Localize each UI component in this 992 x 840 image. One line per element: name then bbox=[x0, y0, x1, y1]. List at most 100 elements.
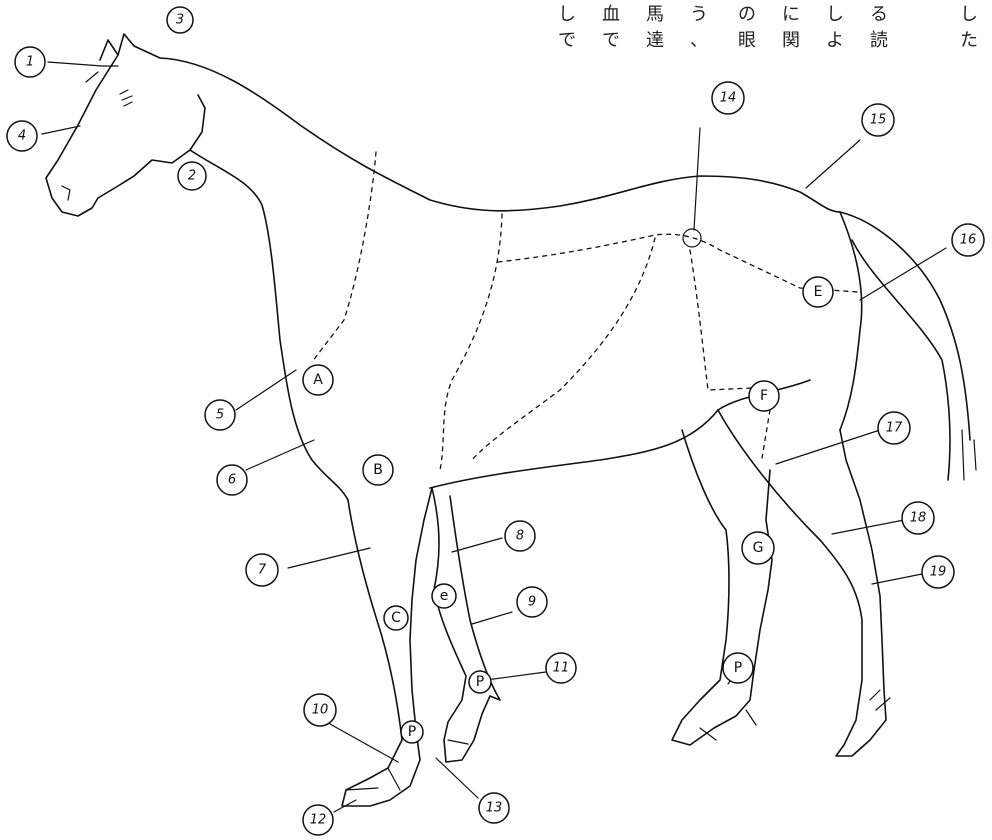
hip-point bbox=[683, 229, 701, 247]
caption-column: 血で bbox=[602, 4, 620, 51]
label-3: 3 bbox=[167, 7, 193, 33]
chest bbox=[190, 150, 348, 500]
leader-6 bbox=[246, 440, 314, 470]
caption-column: しで bbox=[558, 4, 576, 51]
caption-column: 馬達 bbox=[646, 4, 664, 51]
ears bbox=[100, 34, 160, 60]
shoulder-line bbox=[312, 152, 376, 362]
svg-text:12: 12 bbox=[310, 813, 327, 828]
leader-7 bbox=[288, 548, 370, 568]
leader-19 bbox=[872, 574, 922, 584]
svg-text:6: 6 bbox=[228, 473, 236, 488]
label-16: 16 bbox=[952, 224, 984, 256]
label-10: 10 bbox=[304, 694, 336, 726]
leader-16 bbox=[860, 248, 946, 300]
front-leg-near bbox=[342, 488, 432, 806]
back-dotted bbox=[498, 234, 858, 292]
label-11: 11 bbox=[546, 653, 576, 683]
svg-text:18: 18 bbox=[910, 511, 927, 526]
label-1: 1 bbox=[15, 47, 45, 77]
svg-text:9: 9 bbox=[528, 595, 536, 610]
label-P-front-far: P bbox=[469, 671, 491, 693]
leader-17 bbox=[776, 430, 880, 464]
caption-column: した bbox=[960, 4, 978, 51]
svg-text:A: A bbox=[313, 372, 323, 388]
svg-text:3: 3 bbox=[176, 13, 184, 28]
label-A: A bbox=[303, 365, 333, 395]
label-C: C bbox=[384, 606, 408, 630]
svg-text:P: P bbox=[476, 674, 484, 690]
stifle-line bbox=[762, 410, 770, 458]
svg-text:P: P bbox=[734, 660, 742, 676]
leader-10 bbox=[330, 724, 398, 762]
anatomy-dotted-lines bbox=[312, 152, 858, 470]
svg-text:B: B bbox=[373, 462, 383, 478]
svg-text:2: 2 bbox=[188, 169, 196, 184]
label-5: 5 bbox=[205, 400, 235, 430]
mouth bbox=[62, 186, 70, 200]
svg-text:15: 15 bbox=[870, 113, 887, 128]
label-17: 17 bbox=[878, 412, 910, 444]
label-F: F bbox=[749, 381, 779, 411]
shoulder-back-line bbox=[440, 214, 502, 470]
svg-text:1: 1 bbox=[26, 55, 34, 70]
leader-13 bbox=[436, 758, 478, 798]
tail-hair bbox=[962, 430, 976, 480]
label-e: e bbox=[432, 584, 456, 608]
leader-8 bbox=[452, 538, 502, 552]
svg-text:G: G bbox=[753, 540, 764, 556]
front-hoof-far bbox=[448, 740, 468, 744]
rib-line bbox=[470, 238, 655, 462]
label-6: 6 bbox=[217, 465, 247, 495]
svg-text:10: 10 bbox=[312, 703, 329, 718]
tail-top bbox=[840, 212, 970, 440]
back-line bbox=[160, 58, 840, 212]
svg-text:F: F bbox=[760, 388, 768, 404]
label-18: 18 bbox=[902, 502, 934, 534]
hind-hoof-far bbox=[700, 710, 756, 740]
leader-14 bbox=[694, 128, 700, 230]
caption-column: う、 bbox=[690, 4, 708, 51]
svg-text:4: 4 bbox=[18, 129, 26, 144]
svg-text:8: 8 bbox=[516, 529, 524, 544]
hip-line bbox=[690, 250, 752, 390]
label-7: 7 bbox=[246, 554, 278, 586]
label-2: 2 bbox=[178, 162, 206, 190]
tail-under bbox=[852, 240, 950, 480]
svg-text:14: 14 bbox=[720, 91, 737, 106]
front-leg-far bbox=[432, 488, 500, 762]
svg-text:19: 19 bbox=[930, 565, 947, 580]
hind-leg-near bbox=[718, 410, 886, 756]
horse-outline bbox=[46, 34, 976, 806]
svg-text:E: E bbox=[814, 284, 823, 300]
svg-text:e: e bbox=[440, 588, 449, 604]
leader-11 bbox=[486, 672, 546, 680]
svg-text:P: P bbox=[408, 724, 416, 740]
leader-15 bbox=[806, 140, 860, 188]
hind-leg-far bbox=[672, 430, 772, 745]
label-P-hind: P bbox=[723, 653, 753, 683]
caption-column: る読 bbox=[870, 4, 888, 51]
label-13: 13 bbox=[479, 793, 509, 823]
label-P-front-near: P bbox=[401, 721, 423, 743]
label-19: 19 bbox=[922, 556, 954, 588]
caption-column: に関 bbox=[782, 4, 800, 51]
label-4: 4 bbox=[7, 121, 37, 151]
svg-text:5: 5 bbox=[216, 408, 224, 423]
label-G: G bbox=[742, 532, 774, 564]
svg-text:17: 17 bbox=[886, 421, 903, 436]
leader-9 bbox=[472, 612, 512, 624]
leader-5 bbox=[236, 370, 296, 410]
label-15: 15 bbox=[862, 104, 894, 136]
label-B: B bbox=[363, 455, 393, 485]
label-E: E bbox=[803, 277, 833, 307]
svg-text:11: 11 bbox=[553, 661, 570, 676]
label-14: 14 bbox=[712, 82, 744, 114]
label-12: 12 bbox=[303, 805, 333, 835]
caption-column: しよ bbox=[826, 4, 844, 51]
svg-text:13: 13 bbox=[486, 801, 503, 816]
caption-column: の眼 bbox=[738, 4, 756, 51]
